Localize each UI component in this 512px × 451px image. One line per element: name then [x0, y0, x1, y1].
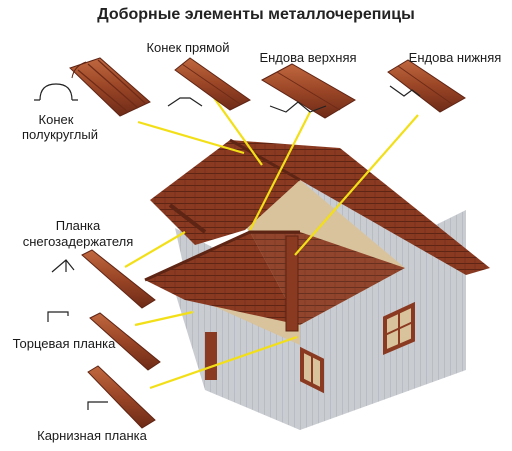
profile-eave-icon [87, 401, 108, 410]
profile-snow-icon [51, 259, 75, 273]
roof-wing-left [145, 232, 300, 325]
label-valley-upper: Ендова верхняя [259, 50, 356, 65]
ridge-line-main [229, 138, 301, 182]
valley-element [285, 235, 299, 332]
part-end-plank [89, 312, 161, 371]
part-eave-plank [87, 365, 156, 429]
part-ridge-round [69, 57, 151, 117]
diagram-title: Доборные элементы металлочерепицы [97, 6, 415, 23]
roof-main-right [230, 140, 490, 275]
leader-eave-plank [149, 335, 298, 390]
leader-lines [124, 94, 419, 390]
label-valley-lower: Ендова нижняя [409, 50, 502, 65]
part-valley-lower [387, 59, 466, 113]
profile-end-icon [47, 311, 69, 322]
wing-wall [175, 292, 300, 430]
label-snow-2: снегозадержателя [23, 234, 134, 249]
part-snow-plank [81, 249, 156, 309]
profile-round-icon [34, 83, 78, 101]
leader-valley-lower [294, 114, 419, 256]
label-ridge-round-2: полукруглый [22, 127, 98, 142]
snow-bar-roof [168, 203, 207, 234]
label-ridge-round-1: Конек [39, 112, 74, 127]
window-front [300, 346, 324, 394]
house [144, 138, 490, 430]
leader-ridge-straight [211, 94, 263, 166]
leader-valley-upper [249, 111, 311, 231]
window-right [383, 301, 415, 356]
part-ridge-straight [174, 57, 251, 111]
profile-valley-lower-icon [389, 85, 421, 97]
profile-valley-upper-icon [269, 101, 327, 113]
leader-snow [124, 231, 186, 268]
label-snow-1: Планка [56, 218, 101, 233]
leader-end-plank [134, 310, 194, 327]
label-end-plank: Торцевая планка [13, 336, 117, 351]
label-eave-plank: Карнизная планка [37, 428, 148, 443]
part-valley-upper [260, 63, 356, 119]
door [205, 332, 217, 380]
label-ridge-straight: Конек прямой [146, 40, 229, 55]
leader-ridge-round [137, 120, 245, 155]
ridge-line-wing [144, 230, 300, 282]
profile-straight-icon [167, 97, 203, 107]
